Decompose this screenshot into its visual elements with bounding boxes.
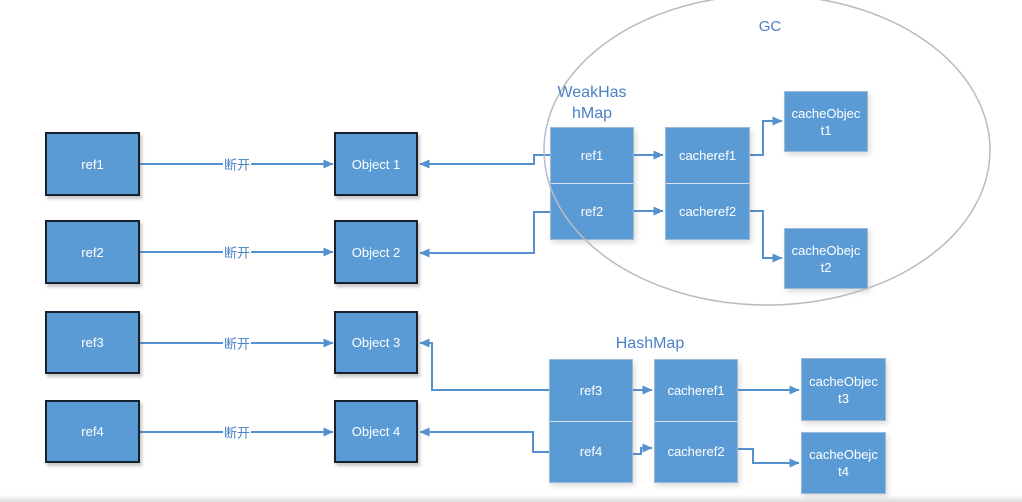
cacheobject1-box: cacheObjec t1 <box>784 91 868 152</box>
disconnect-label-3: 断开 <box>222 333 252 353</box>
cacheobject3-box: cacheObjec t3 <box>801 358 886 421</box>
edge-weak-cacheref2-cacheobject2 <box>750 210 783 263</box>
edge-hashmap-ref3-object3 <box>419 338 549 391</box>
object1-box: Object 1 <box>334 132 418 196</box>
ref4-box: ref4 <box>45 400 140 463</box>
hashmap-key-stack: ref3 ref4 <box>549 359 633 483</box>
edge-weakmap-ref1-object1 <box>419 154 550 169</box>
object3-box: Object 3 <box>334 311 418 374</box>
edge-weakmap-ref2-object2 <box>419 211 550 258</box>
ref3-box: ref3 <box>45 311 140 374</box>
weakhashmap-key-ref1: ref1 <box>580 148 604 163</box>
weakhashmap-value-cacheref2: cacheref2 <box>666 183 749 239</box>
object2-box: Object 2 <box>334 220 418 284</box>
gc-label: GC <box>758 18 782 35</box>
hashmap-key-ref4: ref4 <box>550 420 632 483</box>
weakhashmap-value-stack: cacheref1 cacheref2 <box>665 127 750 240</box>
disconnect-label-1: 断开 <box>222 154 252 174</box>
edge-hash-ref4-cacheref2 <box>633 443 653 455</box>
edge-hashmap-ref4-object4 <box>419 427 549 453</box>
hashmap-value-cacheref1: cacheref1 <box>667 382 725 398</box>
hashmap-value-cacheref2: cacheref2 <box>655 420 737 483</box>
disconnect-label-4: 断开 <box>222 422 252 442</box>
cacheobject4-box: cacheObejc t4 <box>801 432 886 494</box>
object4-box: Object 4 <box>334 400 418 463</box>
weakhashmap-key-stack: ref1 ref2 <box>550 127 634 240</box>
disconnect-label-2: 断开 <box>222 242 252 262</box>
weakhashmap-key-ref2: ref2 <box>551 183 633 239</box>
edge-weak-cacheref1-cacheobject1 <box>750 116 783 156</box>
ref2-box: ref2 <box>45 220 140 284</box>
hashmap-key-ref3: ref3 <box>579 382 603 398</box>
hashmap-title: HashMap <box>615 335 685 352</box>
cacheobject2-box: cacheObejc t2 <box>784 228 868 289</box>
ref1-box: ref1 <box>45 132 140 196</box>
hashmap-value-stack: cacheref1 cacheref2 <box>654 359 738 483</box>
window-bottom-edge <box>0 495 1022 502</box>
weakhashmap-title: WeakHas hMap <box>557 84 627 122</box>
weakhashmap-value-cacheref1: cacheref1 <box>678 148 737 163</box>
edge-hash-cacheref2-cacheobject4 <box>738 448 800 468</box>
